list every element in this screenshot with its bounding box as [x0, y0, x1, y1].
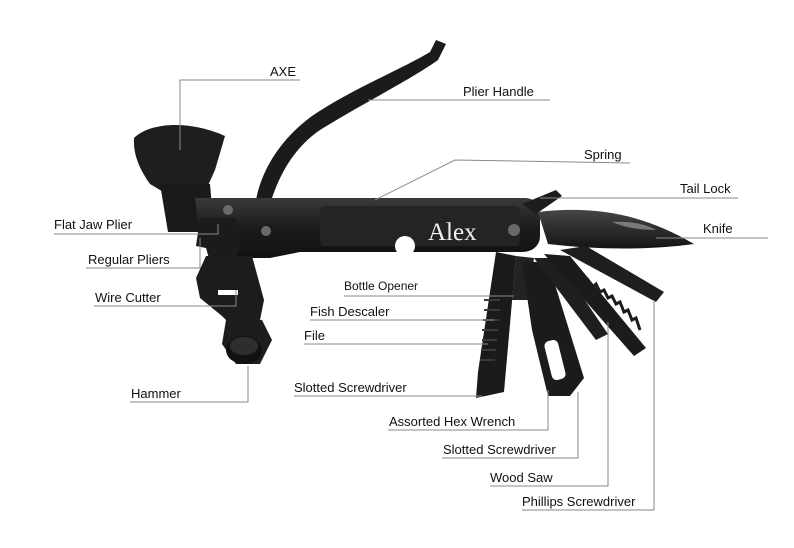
label-regular-pliers: Regular Pliers: [88, 252, 170, 267]
label-tail-lock: Tail Lock: [680, 181, 731, 196]
pivot-rivet-right: [508, 224, 520, 236]
label-axe: AXE: [270, 64, 296, 79]
label-spring: Spring: [584, 147, 622, 162]
label-plier-handle: Plier Handle: [463, 84, 534, 99]
label-phillips-screwdriver: Phillips Screwdriver: [522, 494, 636, 509]
leader-spring: [375, 160, 630, 200]
body-side-plate: [320, 206, 520, 246]
label-bottle-opener: Bottle Opener: [344, 279, 418, 293]
hammer-shape: [222, 320, 272, 364]
label-assorted-hex-wrench: Assorted Hex Wrench: [389, 414, 515, 429]
pivot-rivet-left: [223, 205, 233, 215]
label-wood-saw: Wood Saw: [490, 470, 553, 485]
label-flat-jaw-plier: Flat Jaw Plier: [54, 217, 133, 232]
label-hammer: Hammer: [131, 386, 182, 401]
wire-cutter-slot: [218, 290, 238, 295]
pivot-rivet-mid: [261, 226, 271, 236]
fan-tools: [476, 246, 664, 398]
file-shape: [476, 252, 516, 398]
bottle-opener-hole: [395, 236, 415, 256]
label-file: File: [304, 328, 325, 343]
label-fish-descaler: Fish Descaler: [310, 304, 390, 319]
engraving-text: Alex: [428, 219, 477, 246]
label-knife: Knife: [703, 221, 733, 236]
knife-shape: [538, 210, 694, 249]
label-wire-cutter: Wire Cutter: [95, 290, 161, 305]
label-slotted-screwdriver-2: Slotted Screwdriver: [443, 442, 556, 457]
label-slotted-screwdriver-1: Slotted Screwdriver: [294, 380, 407, 395]
